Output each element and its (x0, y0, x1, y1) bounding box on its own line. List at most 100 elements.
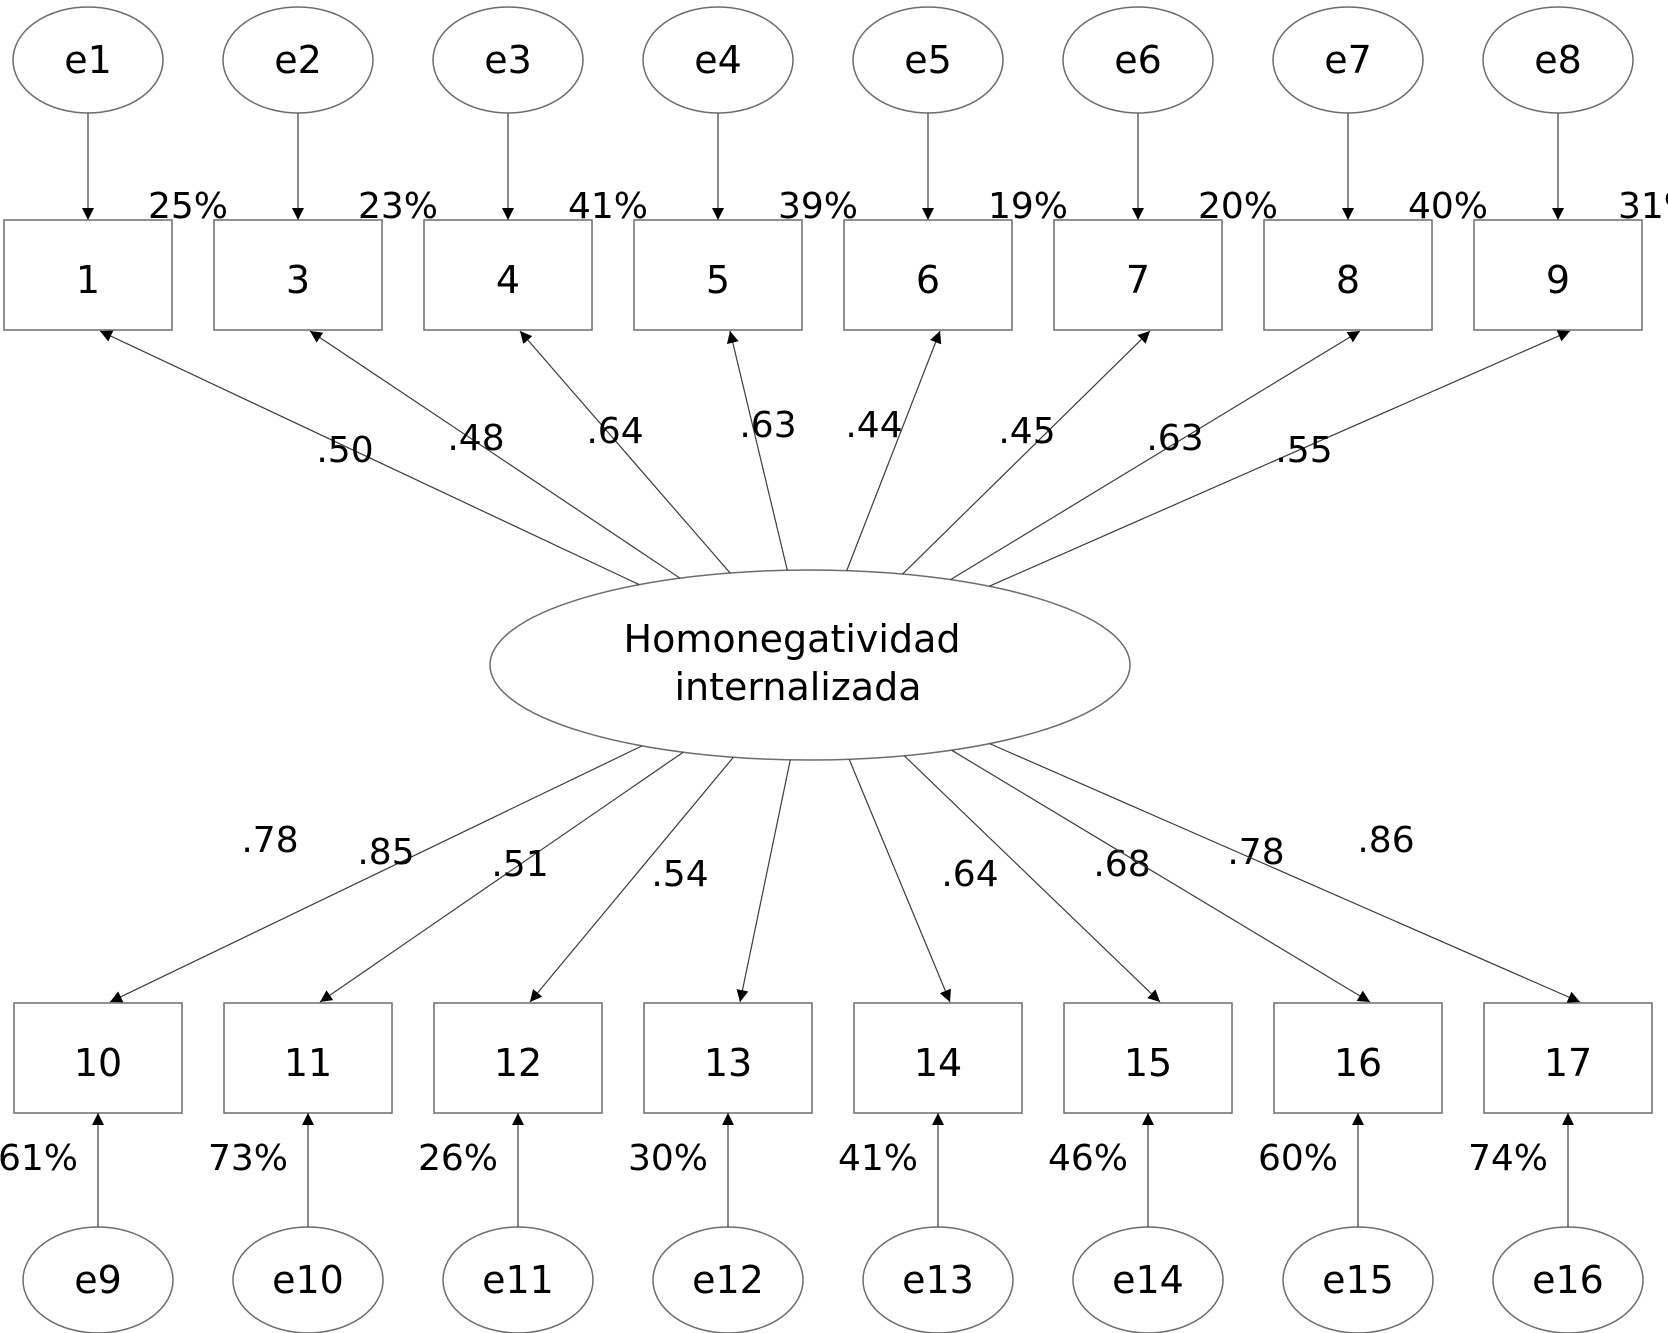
item-label-1: 1 (76, 258, 100, 302)
indicator-14: 14 e13 41% .64 (838, 759, 1023, 1333)
item-label-4: 4 (496, 258, 520, 302)
top-indicators: e1125%.50e2323%.48e3441%.64e4539%.63e561… (3, 6, 1668, 587)
indicator-11: 11 e10 73% .85 (208, 751, 684, 1333)
item-label-16: 16 (1334, 1041, 1382, 1085)
error-label-e12: e12 (692, 1258, 764, 1302)
loading-label-10: .78 (241, 820, 298, 861)
loading-arrow-9 (988, 330, 1571, 587)
error-label-e9: e9 (74, 1258, 122, 1302)
loading-label-4: .64 (586, 411, 643, 452)
item-label-3: 3 (286, 258, 310, 302)
loading-arrow-16 (951, 749, 1371, 1003)
loading-arrow-6 (846, 330, 942, 571)
r2-label-14: 41% (838, 1138, 918, 1179)
error-label-e16: e16 (1532, 1258, 1604, 1302)
indicator-16: 16 e15 60% .78 (951, 749, 1443, 1333)
loading-arrow-5 (726, 330, 788, 571)
indicator-17: 17 e16 74% .86 (989, 743, 1653, 1333)
loading-label-13: .54 (651, 854, 708, 895)
loading-arrow-8 (950, 330, 1361, 581)
loading-label-16: .78 (1227, 832, 1284, 873)
item-label-15: 15 (1124, 1041, 1172, 1085)
loading-arrow-14 (848, 759, 951, 1003)
error-label-e13: e13 (902, 1258, 974, 1302)
item-box-3 (213, 219, 383, 331)
bottom-indicators: 10e961%.7811e1073%.8512e1126%.5113e1230%… (0, 743, 1653, 1333)
r2-label-11: 73% (208, 1138, 288, 1179)
item-box-11 (223, 1002, 393, 1114)
item-label-8: 8 (1336, 258, 1360, 302)
loading-label-6: .44 (845, 405, 902, 446)
item-box-4 (423, 219, 593, 331)
latent-ellipse (489, 569, 1131, 761)
r2-label-9: 31% (1618, 186, 1668, 227)
item-box-8 (1263, 219, 1433, 331)
r2-label-10: 61% (0, 1138, 78, 1179)
error-label-e5: e5 (904, 38, 952, 82)
loading-arrow-10 (109, 745, 643, 1003)
loading-arrow-17 (989, 743, 1581, 1003)
indicator-13: 13 e12 30% .54 (628, 759, 813, 1333)
error-label-e2: e2 (274, 38, 322, 82)
r2-label-16: 60% (1258, 1138, 1338, 1179)
loading-arrow-1 (99, 330, 640, 586)
item-box-6 (843, 219, 1013, 331)
loading-arrow-7 (902, 330, 1151, 575)
item-label-6: 6 (916, 258, 940, 302)
loading-label-11: .85 (357, 832, 414, 873)
error-label-e4: e4 (694, 38, 742, 82)
loading-label-17: .86 (1357, 820, 1414, 861)
latent-label-line2: internalizada (675, 665, 922, 709)
loading-arrow-11 (319, 751, 684, 1003)
item-label-7: 7 (1126, 258, 1150, 302)
item-label-12: 12 (494, 1041, 542, 1085)
indicator-10: 10 e9 61% .78 (0, 745, 643, 1333)
item-box-10 (13, 1002, 183, 1114)
loading-label-14: .64 (941, 854, 998, 895)
item-label-17: 17 (1544, 1041, 1592, 1085)
item-label-10: 10 (74, 1041, 122, 1085)
error-label-e10: e10 (272, 1258, 344, 1302)
error-label-e15: e15 (1322, 1258, 1394, 1302)
item-box-17 (1483, 1002, 1653, 1114)
r2-label-13: 30% (628, 1138, 708, 1179)
loading-arrow-3 (309, 330, 681, 579)
item-label-14: 14 (914, 1041, 962, 1085)
error-label-e1: e1 (64, 38, 112, 82)
loading-arrow-12 (529, 756, 734, 1003)
item-box-1 (3, 219, 173, 331)
error-label-e11: e11 (482, 1258, 554, 1302)
item-label-11: 11 (284, 1041, 332, 1085)
r2-label-15: 46% (1048, 1138, 1128, 1179)
item-box-15 (1063, 1002, 1233, 1114)
item-label-13: 13 (704, 1041, 752, 1085)
loading-label-9: .55 (1275, 430, 1332, 471)
item-label-5: 5 (706, 258, 730, 302)
item-box-7 (1053, 219, 1223, 331)
item-box-5 (633, 219, 803, 331)
loading-label-3: .48 (447, 418, 504, 459)
loading-arrow-4 (519, 330, 731, 574)
latent-label-line1: Homonegatividad (624, 617, 961, 661)
loading-label-1: .50 (316, 430, 373, 471)
error-label-e14: e14 (1112, 1258, 1184, 1302)
error-label-e6: e6 (1114, 38, 1162, 82)
loading-arrow-13 (736, 759, 791, 1003)
item-box-12 (433, 1002, 603, 1114)
loading-label-5: .63 (739, 405, 796, 446)
item-box-14 (853, 1002, 1023, 1114)
item-box-16 (1273, 1002, 1443, 1114)
error-label-e8: e8 (1534, 38, 1582, 82)
loading-arrow-15 (903, 755, 1161, 1003)
loading-label-7: .45 (998, 411, 1055, 452)
error-label-e7: e7 (1324, 38, 1372, 82)
r2-label-17: 74% (1468, 1138, 1548, 1179)
